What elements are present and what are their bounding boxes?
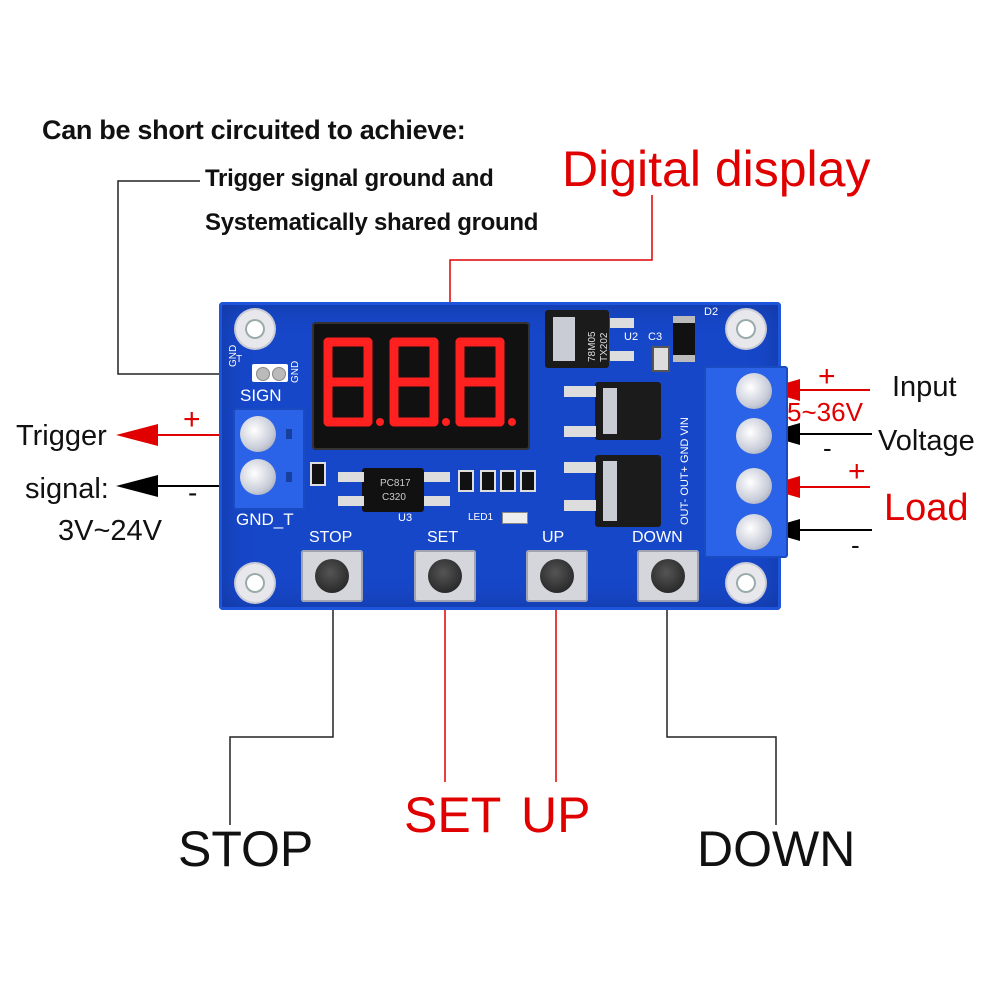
- mosfet-q1-pin-1: [564, 386, 596, 397]
- display-decimal-point: [508, 418, 516, 426]
- led-label: LED1: [468, 512, 494, 523]
- u3-label: U3: [398, 512, 413, 524]
- power-terminal-screw-out-minus: [736, 514, 772, 550]
- set-button[interactable]: [414, 550, 476, 602]
- power-terminal-screw-vin: [736, 373, 772, 409]
- optocoupler-pin-2: [338, 496, 364, 506]
- stop-label: STOP: [178, 821, 314, 877]
- regulator-marking-2: TX202: [599, 332, 610, 362]
- down-pcb-label: DOWN: [632, 529, 683, 546]
- u2-label: U2: [624, 331, 639, 343]
- mosfet-q2-tab: [603, 461, 617, 521]
- led-1: [502, 512, 528, 524]
- input-minus-sign: -: [823, 433, 832, 463]
- regulator-marking-1: 78M05: [587, 331, 598, 362]
- regulator-tab: [553, 317, 575, 361]
- signal-label: signal:: [25, 473, 109, 505]
- mounting-hole-bottom-right: [727, 564, 765, 602]
- mosfet-q2-pin-1: [564, 462, 596, 473]
- sign-label: SIGN: [240, 386, 282, 405]
- resistor-r5: [520, 470, 536, 492]
- set-label: SET: [404, 787, 502, 843]
- signal-terminal-screw-2: [240, 459, 276, 495]
- gnd-t-label: GND_T: [236, 510, 294, 529]
- trigger-minus-sign: -: [188, 477, 198, 508]
- diode-d2: [673, 316, 695, 362]
- down-label: DOWN: [697, 821, 856, 877]
- mosfet-q1-tab: [603, 388, 617, 434]
- leader-stop: [229, 610, 334, 825]
- mounting-hole-top-right: [727, 310, 765, 348]
- signal-terminal-slot-2: [286, 472, 292, 482]
- gnd-label-right: GND: [290, 360, 301, 383]
- load-minus-sign: -: [851, 530, 860, 560]
- signal-terminal-screw-1: [240, 416, 276, 452]
- display-digits: [323, 337, 516, 427]
- leader-digital-display: [449, 195, 653, 322]
- load-label: Load: [884, 487, 969, 529]
- mounting-hole-top-left: [236, 310, 274, 348]
- mosfet-q1-pin-2: [564, 426, 596, 437]
- leader-down: [666, 610, 777, 825]
- stop-pcb-label: STOP: [309, 529, 353, 546]
- power-terminal-screw-gnd: [736, 418, 772, 454]
- terminal-labels: OUT- OUT+ GND VIN: [679, 417, 691, 525]
- optocoupler-marking-1: PC817: [380, 478, 411, 489]
- trigger-label: Trigger: [16, 420, 107, 452]
- mosfet-q2-pin-2: [564, 500, 596, 511]
- short-circuit-title: Can be short circuited to achieve:: [42, 115, 466, 145]
- pad-t: [272, 367, 286, 381]
- power-terminal-screw-out-plus: [736, 468, 772, 504]
- set-pcb-label: SET: [427, 529, 459, 546]
- input-plus-sign: +: [818, 360, 836, 393]
- c3-label: C3: [648, 331, 663, 343]
- regulator-pin-1: [610, 318, 634, 328]
- stop-button[interactable]: [301, 550, 363, 602]
- regulator-pin-2: [610, 351, 634, 361]
- d2-label: D2: [704, 306, 719, 318]
- signal-range-label: 3V~24V: [58, 515, 163, 547]
- trigger-plus-sign: +: [183, 403, 201, 436]
- optocoupler-pin-1: [338, 472, 364, 482]
- trigger-minus-arrowhead: [116, 475, 158, 497]
- input-label: Input: [892, 371, 957, 403]
- resistor-r8: [458, 470, 474, 492]
- t-label: T: [236, 354, 243, 365]
- short-circuit-line-1: Trigger signal ground and: [205, 165, 494, 192]
- input-range-label: 5~36V: [787, 397, 863, 427]
- optocoupler-marking-2: C320: [382, 492, 406, 503]
- optocoupler-pin-3: [424, 472, 450, 482]
- resistor-r9: [480, 470, 496, 492]
- display-decimal-point: [442, 418, 450, 426]
- voltage-label: Voltage: [878, 425, 975, 457]
- digital-display-label: Digital display: [562, 141, 871, 197]
- short-circuit-line-2: Systematically shared ground: [205, 209, 539, 236]
- load-plus-sign: +: [848, 455, 866, 488]
- up-button[interactable]: [526, 550, 588, 602]
- up-label: UP: [521, 787, 591, 843]
- up-pcb-label: UP: [542, 529, 565, 546]
- signal-terminal-slot-1: [286, 429, 292, 439]
- trigger-plus-arrowhead: [116, 424, 158, 446]
- pad-gnd: [256, 367, 270, 381]
- optocoupler-pin-4: [424, 496, 450, 506]
- mounting-hole-bottom-left: [236, 564, 274, 602]
- leader-short-circuit: [117, 180, 228, 375]
- display-decimal-point: [376, 418, 384, 426]
- down-button[interactable]: [637, 550, 699, 602]
- resistor-r4: [500, 470, 516, 492]
- resistor-r1: [310, 462, 326, 486]
- optocoupler-u3: [362, 468, 424, 512]
- capacitor-c3: [652, 346, 670, 372]
